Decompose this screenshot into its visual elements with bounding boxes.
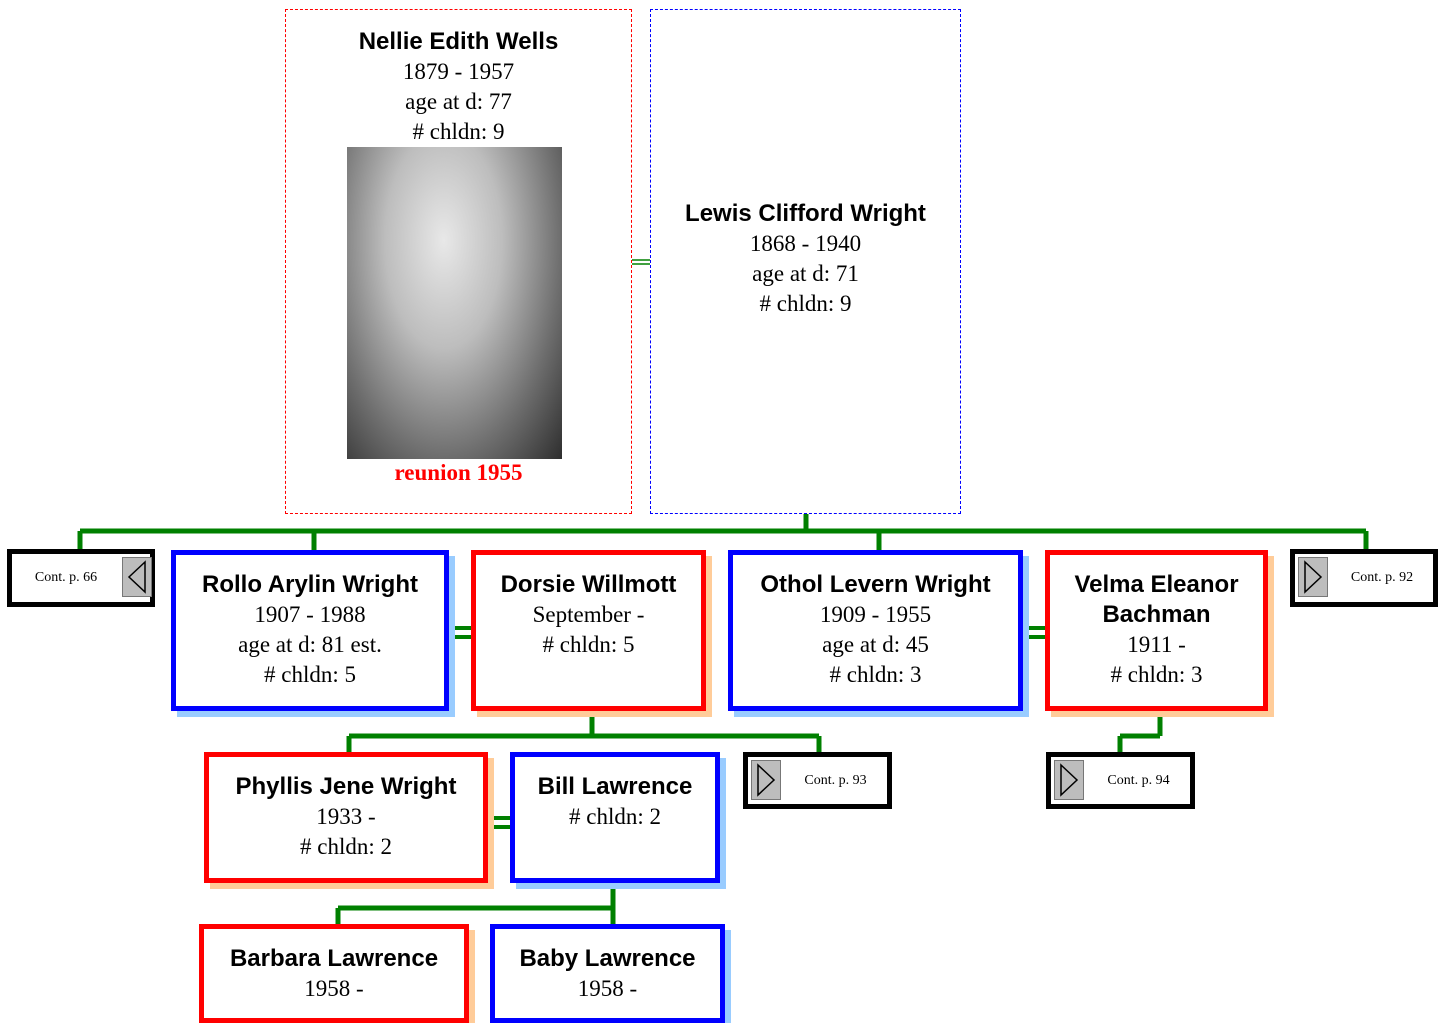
person-years: 1879 - 1957 — [402, 59, 515, 84]
person-name: Lewis Clifford Wright — [685, 200, 926, 227]
person-name: Nellie Edith Wells — [358, 28, 559, 55]
person-children-count: # chldn: 5 — [542, 632, 635, 657]
person-name: Baby Lawrence — [519, 945, 696, 972]
person-age: age at d: 77 — [405, 89, 512, 114]
person-dorsie-willmott[interactable]: Dorsie Willmott September - # chldn: 5 — [471, 550, 706, 711]
continuation-label: Cont. p. 93 — [804, 772, 867, 788]
person-children-count: # chldn: 3 — [1110, 662, 1203, 687]
person-bill-lawrence[interactable]: Bill Lawrence # chldn: 2 — [510, 752, 720, 883]
photo-caption: reunion 1955 — [394, 460, 523, 485]
continuation-box-right[interactable]: Cont. p. 92 — [1290, 549, 1438, 607]
person-years: 1933 - — [316, 804, 376, 829]
continuation-label: Cont. p. 94 — [1107, 772, 1170, 788]
continuation-box-p93[interactable]: Cont. p. 93 — [743, 752, 892, 809]
person-name: Bill Lawrence — [537, 773, 693, 800]
continuation-label: Cont. p. 92 — [1350, 570, 1414, 585]
person-years: 1958 - — [577, 976, 638, 1001]
arrow-right-icon[interactable] — [1054, 760, 1084, 800]
person-name: Dorsie Willmott — [500, 571, 677, 598]
arrow-right-icon[interactable] — [751, 760, 781, 800]
person-years: 1868 - 1940 — [749, 231, 862, 256]
person-children-count: # chldn: 9 — [759, 291, 852, 316]
person-years: September - — [532, 602, 645, 627]
person-age: age at d: 45 — [822, 632, 929, 657]
continuation-box-p94[interactable]: Cont. p. 94 — [1046, 752, 1195, 809]
person-name: Barbara Lawrence — [229, 945, 439, 972]
person-name: Rollo Arylin Wright — [202, 571, 418, 598]
person-years: 1958 - — [304, 976, 364, 1001]
person-othol-levern-wright[interactable]: Othol Levern Wright 1909 - 1955 age at d… — [728, 550, 1023, 711]
person-children-count: # chldn: 5 — [264, 662, 356, 687]
person-years: 1909 - 1955 — [819, 602, 932, 627]
person-years: 1911 - — [1127, 632, 1186, 657]
person-nellie-edith-wells[interactable]: Nellie Edith Wells 1879 - 1957 age at d:… — [285, 9, 632, 514]
person-children-count: # chldn: 9 — [412, 119, 505, 144]
person-years: 1907 - 1988 — [254, 602, 366, 627]
arrow-right-icon[interactable] — [1298, 557, 1328, 597]
person-lewis-clifford-wright[interactable]: Lewis Clifford Wright 1868 - 1940 age at… — [650, 9, 961, 514]
person-children-count: # chldn: 2 — [569, 804, 661, 829]
person-children-count: # chldn: 2 — [300, 834, 392, 859]
arrow-left-icon[interactable] — [122, 557, 152, 597]
person-age: age at d: 71 — [752, 261, 859, 286]
person-barbara-lawrence[interactable]: Barbara Lawrence 1958 - — [199, 924, 469, 1023]
person-name: Othol Levern Wright — [760, 571, 991, 598]
person-velma-eleanor-bachman[interactable]: Velma Eleanor Bachman 1911 - # chldn: 3 — [1045, 550, 1268, 711]
person-children-count: # chldn: 3 — [829, 662, 922, 687]
person-rollo-arylin-wright[interactable]: Rollo Arylin Wright 1907 - 1988 age at d… — [171, 550, 449, 711]
continuation-label: Cont. p. 66 — [34, 570, 98, 585]
person-name: Phyllis Jene Wright — [235, 773, 457, 800]
person-photo — [347, 147, 562, 459]
person-name: Velma Eleanor Bachman — [1074, 571, 1239, 628]
person-phyllis-jene-wright[interactable]: Phyllis Jene Wright 1933 - # chldn: 2 — [204, 752, 488, 883]
person-baby-lawrence[interactable]: Baby Lawrence 1958 - — [490, 924, 725, 1023]
person-age: age at d: 81 est. — [238, 632, 382, 657]
continuation-box-left[interactable]: Cont. p. 66 — [7, 549, 155, 607]
